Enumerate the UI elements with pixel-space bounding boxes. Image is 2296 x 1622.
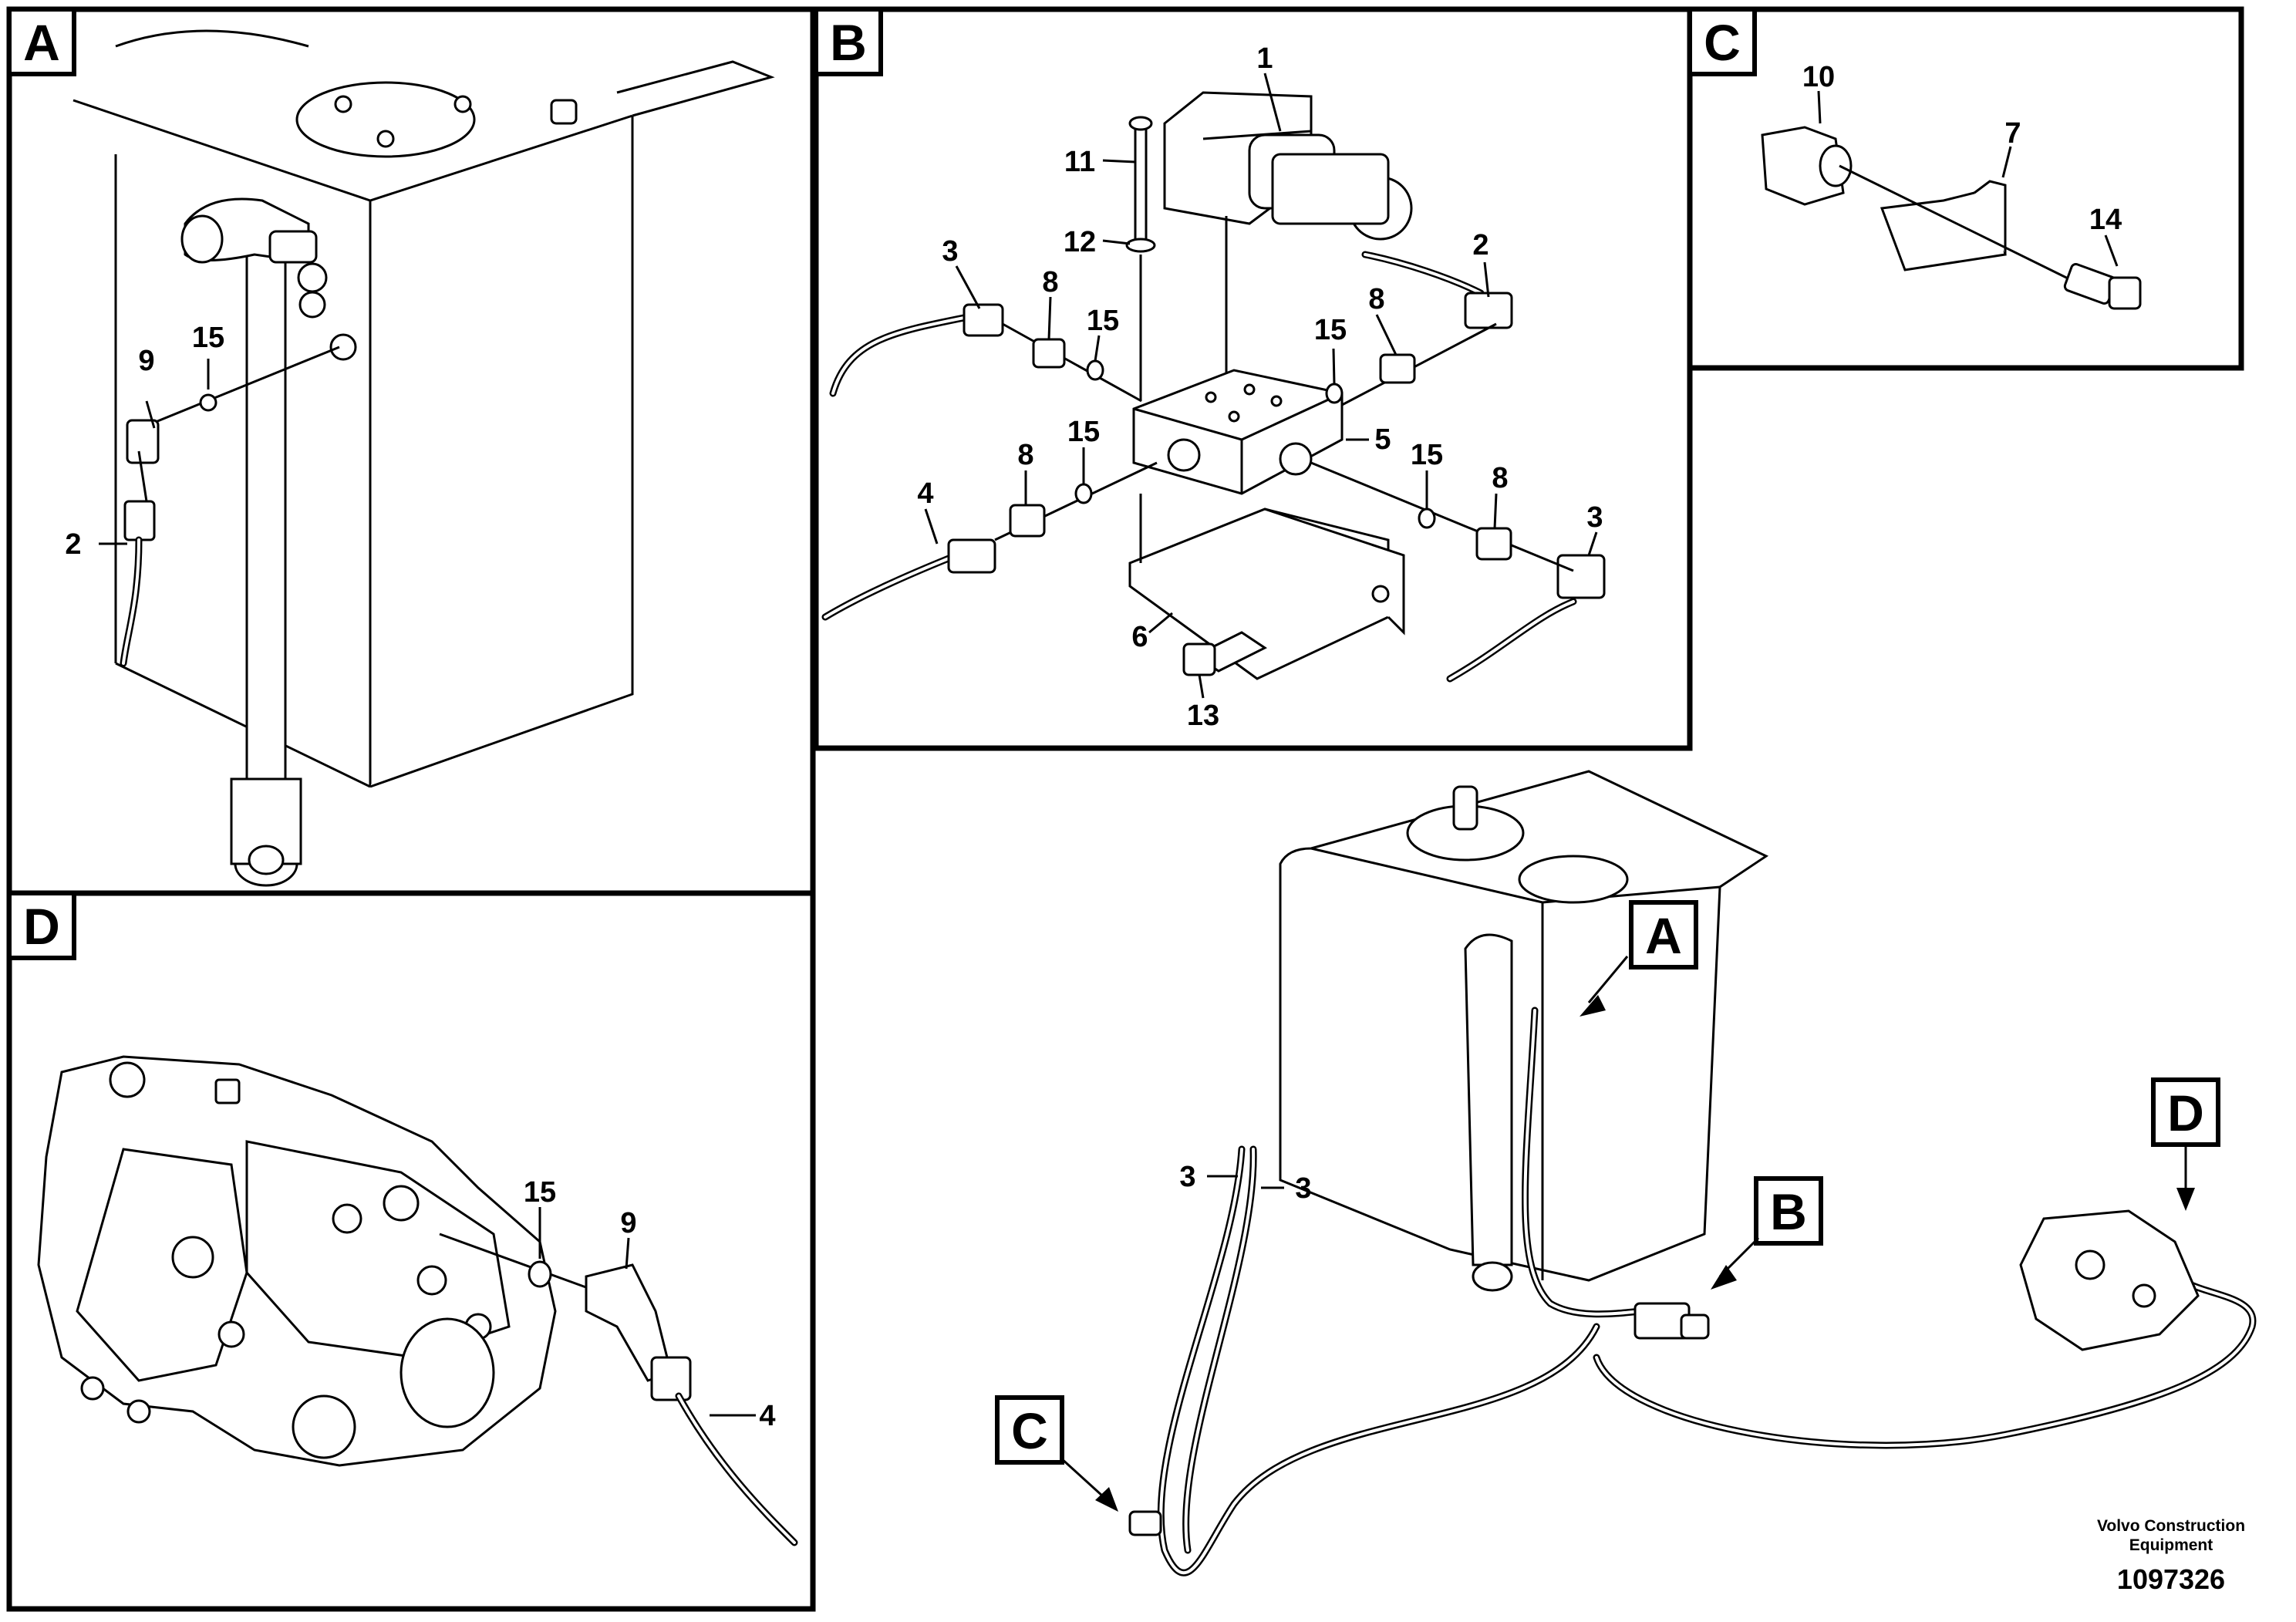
callout-b-2: 2	[1472, 229, 1489, 261]
clamp-7	[1880, 180, 2007, 271]
callout-b-1: 1	[1256, 42, 1273, 75]
callout-d-9: 9	[620, 1207, 636, 1239]
callout-b-15-lower-left: 15	[1067, 416, 1100, 448]
callout-a-9: 9	[138, 345, 154, 377]
fitting-9-elbow-d	[585, 1263, 692, 1401]
hydraulic-pump-illustration	[37, 1055, 557, 1467]
panel-a: A	[6, 6, 816, 896]
credit-line-2: Equipment	[2129, 1536, 2213, 1554]
panel-d-label: D	[23, 898, 60, 955]
screw-11	[1125, 116, 1156, 401]
overview-valve	[1633, 1302, 1710, 1340]
overview-hoses	[1157, 1007, 2257, 1576]
overview-tag-c: C	[1011, 1402, 1048, 1459]
bracket-6	[1128, 494, 1405, 680]
callout-d-4: 4	[759, 1400, 775, 1432]
callout-b-15-upper-left: 15	[1087, 305, 1119, 337]
callout-b-8-upper-right: 8	[1368, 283, 1384, 315]
overview-tank	[1279, 770, 1769, 1292]
overview-tag-b: B	[1770, 1183, 1807, 1240]
overview-callout-3-left: 3	[1179, 1161, 1195, 1193]
callout-a-15: 15	[192, 322, 224, 354]
panel-c: C 10 7 14	[1687, 6, 2244, 371]
overview-clamp	[1128, 1510, 1162, 1536]
overview-tag-d: D	[2167, 1084, 2204, 1141]
hose-3-lower	[1310, 461, 1606, 683]
callout-b-4: 4	[917, 477, 933, 510]
overview-assembly: A B C D 3 3	[995, 770, 2257, 1576]
credit-block: Volvo Construction Equipment 1097326	[2097, 1517, 2245, 1595]
callout-b-3-lower: 3	[1586, 501, 1603, 534]
panel-a-label: A	[23, 14, 60, 71]
panel-b-label: B	[830, 14, 867, 71]
callout-c-10: 10	[1802, 61, 1835, 93]
hose-4-lower	[821, 461, 1158, 621]
callout-b-15-lower-right: 15	[1411, 439, 1443, 471]
callout-b-5: 5	[1374, 423, 1391, 456]
callout-a-2: 2	[65, 528, 81, 561]
screw-14	[2063, 263, 2142, 310]
drawing-number: 1097326	[2117, 1563, 2225, 1595]
overview-pump	[2019, 1209, 2200, 1351]
clamp-10	[1761, 126, 1853, 206]
callout-d-15: 15	[524, 1176, 556, 1209]
callout-b-13: 13	[1187, 700, 1219, 732]
callout-b-8-lower-right: 8	[1492, 462, 1508, 494]
callout-b-6: 6	[1131, 621, 1148, 653]
panel-d: D 15	[6, 890, 816, 1612]
hose-3-upper	[829, 303, 1142, 403]
overview-tag-a: A	[1645, 907, 1682, 964]
callout-c-14: 14	[2089, 204, 2122, 236]
hose-4-d	[675, 1392, 798, 1546]
callout-b-15-upper-right: 15	[1314, 314, 1347, 346]
fitting-9-elbow	[120, 346, 340, 667]
screw-13	[1182, 631, 1267, 699]
callout-b-8-upper-left: 8	[1042, 266, 1058, 298]
callout-b-8-lower-left: 8	[1017, 439, 1033, 471]
callout-b-3-upper: 3	[942, 235, 958, 268]
credit-line-1: Volvo Construction	[2097, 1517, 2245, 1535]
solenoid-valve-1	[1163, 91, 1413, 386]
hose-2-upper	[1325, 251, 1513, 406]
tank-illustration	[72, 29, 775, 887]
panel-c-label: C	[1704, 14, 1741, 71]
overview-callout-3-right: 3	[1295, 1172, 1311, 1205]
callout-b-12: 12	[1064, 226, 1096, 258]
callout-b-11: 11	[1064, 146, 1095, 178]
panel-b: B	[813, 6, 1693, 751]
callout-c-7: 7	[2004, 117, 2021, 150]
valve-block-5	[1132, 369, 1344, 495]
